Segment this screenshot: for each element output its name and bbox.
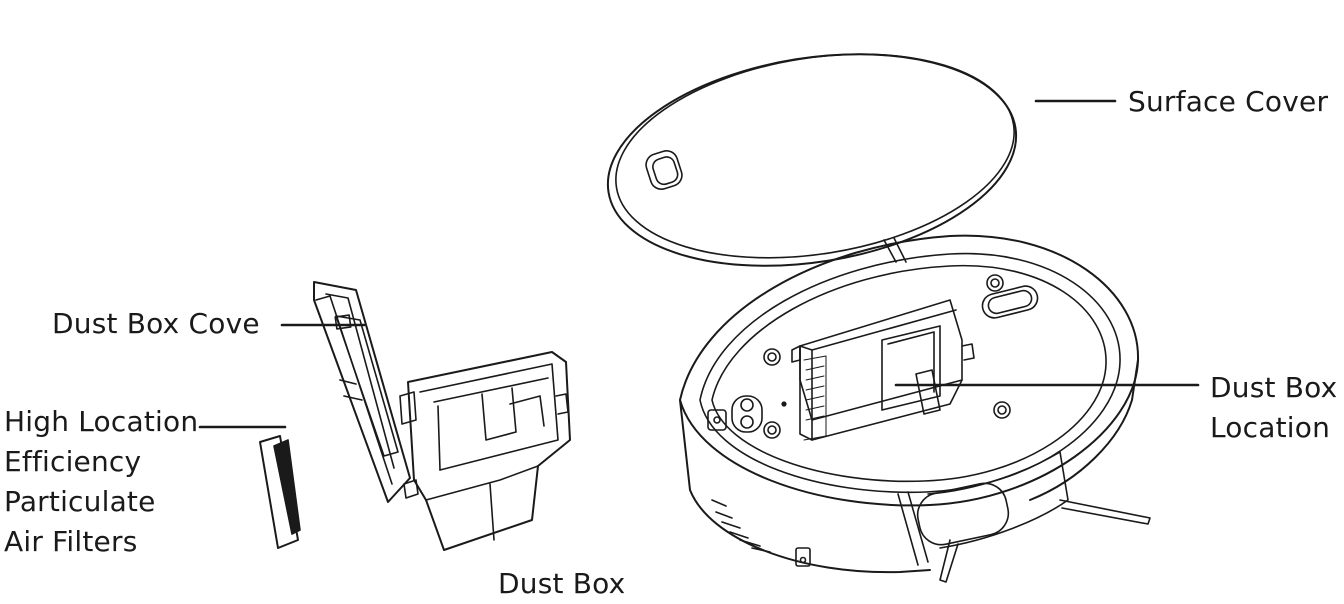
label-hepa-line-1: High Location [4,405,199,438]
dust-box-cavity [791,299,975,441]
dust-box-part [399,351,571,551]
screw-holes [763,274,1011,439]
robot-base-part [679,234,1151,583]
label-hepa-line-3: Particulate [4,485,156,518]
hepa-filter-part [259,435,301,549]
surface-cover-part [606,53,1018,267]
leader-lines [198,99,1200,429]
label-hepa-line-2: Efficiency [4,445,142,478]
label-hepa-line-4: Air Filters [4,525,138,558]
label-dust-box-location: Dust Box Location [1210,368,1337,448]
label-dust-box-location-line-2: Location [1210,411,1331,444]
label-dust-box: Dust Box [498,567,626,600]
label-dust-box-cover: Dust Box Cove [52,307,260,340]
label-dust-box-location-line-1: Dust Box [1210,371,1338,404]
label-surface-cover: Surface Cover [1128,85,1329,118]
label-hepa: High Location Efficiency Particulate Air… [4,402,198,562]
dust-box-cover-part [313,281,411,503]
